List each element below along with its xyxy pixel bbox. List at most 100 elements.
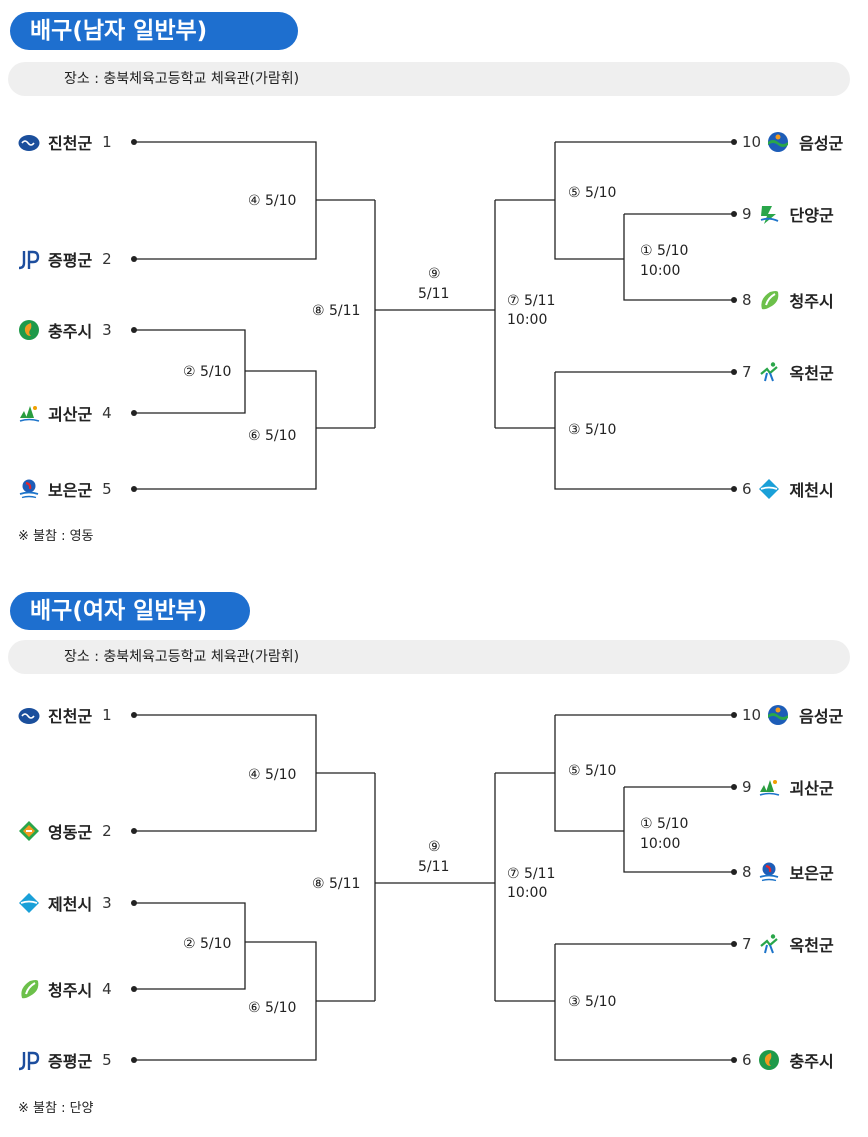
women-right-team-7: 7 옥천군 bbox=[742, 931, 834, 957]
men-match-1-time: 10:00 bbox=[640, 263, 681, 279]
team-name: 보은군 bbox=[789, 864, 834, 883]
men-right-team-9: 9 단양군 bbox=[742, 201, 834, 227]
team-seed: 8 bbox=[742, 863, 752, 881]
men-match-8-label: ⑧ 5/11 bbox=[312, 303, 361, 319]
team-seed: 5 bbox=[102, 480, 112, 498]
men-match-1-label: ① 5/10 bbox=[640, 243, 689, 259]
men-left-team-3: 충주시 3 bbox=[18, 317, 112, 343]
cheongju-logo-icon bbox=[760, 291, 778, 310]
team-seed: 9 bbox=[742, 205, 752, 223]
women-left-team-3: 제천시 3 bbox=[18, 890, 112, 916]
team-seed: 5 bbox=[102, 1051, 112, 1069]
women-match-7-label: ⑦ 5/11 bbox=[507, 866, 556, 882]
jeungpyeong-logo-icon bbox=[18, 250, 40, 270]
team-seed: 6 bbox=[742, 480, 752, 498]
women-match-6-label: ⑥ 5/10 bbox=[248, 1000, 297, 1016]
chungju-logo-icon bbox=[19, 320, 39, 340]
team-seed: 2 bbox=[102, 250, 112, 268]
men-section-title: 배구(남자 일반부) bbox=[10, 12, 298, 50]
women-right-team-10: 10 음성군 bbox=[742, 702, 843, 728]
men-match-7-time: 10:00 bbox=[507, 312, 548, 328]
women-match-1-time: 10:00 bbox=[640, 836, 681, 852]
chungju-logo-icon bbox=[758, 1050, 779, 1070]
team-name: 괴산군 bbox=[789, 779, 834, 798]
team-name: 청주시 bbox=[48, 981, 93, 1000]
men-left-team-2: 증평군 2 bbox=[18, 246, 112, 272]
women-match-4-label: ④ 5/10 bbox=[248, 767, 297, 783]
women-match-5-label: ⑤ 5/10 bbox=[568, 763, 617, 779]
team-name: 진천군 bbox=[48, 707, 93, 726]
team-name: 음성군 bbox=[799, 134, 844, 153]
team-seed: 3 bbox=[102, 321, 112, 339]
goesan-logo-icon bbox=[759, 780, 779, 796]
men-match-7-label: ⑦ 5/11 bbox=[507, 293, 556, 309]
men-left-team-4: 괴산군 4 bbox=[18, 400, 112, 426]
women-absent-note: ※ 불참 : 단양 bbox=[18, 1101, 94, 1116]
team-name: 제천시 bbox=[789, 481, 834, 500]
team-name: 진천군 bbox=[48, 134, 93, 153]
team-name: 옥천군 bbox=[789, 936, 834, 955]
boeun-logo-icon bbox=[19, 479, 39, 499]
jincheon-logo-icon bbox=[18, 135, 40, 151]
jecheon-logo-icon bbox=[758, 479, 779, 499]
men-right-team-6: 6 제천시 bbox=[742, 476, 834, 502]
team-name: 청주시 bbox=[789, 292, 834, 311]
team-seed: 2 bbox=[102, 822, 112, 840]
women-match-3-label: ③ 5/10 bbox=[568, 994, 617, 1010]
men-match-9-date: 5/11 bbox=[418, 286, 450, 302]
team-seed: 10 bbox=[742, 133, 762, 151]
men-venue: 장소 : 충북체육고등학교 체육관(가람휘) bbox=[8, 62, 850, 96]
women-match-9-date: 5/11 bbox=[418, 859, 450, 875]
women-right-team-8: 8 보은군 bbox=[742, 859, 834, 885]
women-match-9-number: ⑨ bbox=[428, 839, 441, 855]
men-match-6-label: ⑥ 5/10 bbox=[248, 428, 297, 444]
men-right-team-10: 10 음성군 bbox=[742, 129, 843, 155]
women-left-team-1: 진천군 1 bbox=[18, 702, 112, 728]
team-seed: 4 bbox=[102, 980, 112, 998]
men-match-9-number: ⑨ bbox=[428, 266, 441, 282]
men-left-team-1: 진천군 1 bbox=[18, 129, 112, 155]
okcheon-logo-icon bbox=[759, 362, 778, 382]
team-name: 영동군 bbox=[48, 823, 93, 842]
yeongdong-logo-icon bbox=[19, 821, 39, 841]
okcheon-logo-icon bbox=[759, 934, 778, 954]
women-match-2-label: ② 5/10 bbox=[183, 936, 232, 952]
men-bracket-lines bbox=[131, 139, 737, 492]
team-name: 보은군 bbox=[48, 481, 93, 500]
team-name: 충주시 bbox=[789, 1052, 834, 1071]
women-match-1-label: ① 5/10 bbox=[640, 816, 689, 832]
team-seed: 7 bbox=[742, 363, 752, 381]
women-left-team-4: 청주시 4 bbox=[18, 976, 112, 1002]
team-seed: 1 bbox=[102, 133, 112, 151]
women-match-7-time: 10:00 bbox=[507, 885, 548, 901]
women-match-8-label: ⑧ 5/11 bbox=[312, 876, 361, 892]
team-name: 괴산군 bbox=[48, 405, 93, 424]
women-left-team-2: 영동군 2 bbox=[18, 818, 112, 844]
team-name: 증평군 bbox=[48, 251, 93, 270]
jincheon-logo-icon bbox=[18, 708, 40, 724]
team-name: 옥천군 bbox=[789, 364, 834, 383]
women-right-team-9: 9 괴산군 bbox=[742, 774, 834, 800]
men-right-team-7: 7 옥천군 bbox=[742, 359, 834, 385]
team-name: 증평군 bbox=[48, 1052, 93, 1071]
danyang-logo-icon bbox=[760, 206, 778, 224]
cheongju-logo-icon bbox=[21, 980, 39, 999]
team-name: 제천시 bbox=[48, 895, 93, 914]
team-seed: 3 bbox=[102, 894, 112, 912]
men-match-4-label: ④ 5/10 bbox=[248, 193, 297, 209]
team-seed: 4 bbox=[102, 404, 112, 422]
women-left-team-5: 증평군 5 bbox=[18, 1047, 112, 1073]
men-match-5-label: ⑤ 5/10 bbox=[568, 185, 617, 201]
team-seed: 1 bbox=[102, 706, 112, 724]
men-match-3-label: ③ 5/10 bbox=[568, 422, 617, 438]
team-name: 충주시 bbox=[48, 322, 93, 341]
jeungpyeong-logo-icon bbox=[18, 1051, 40, 1071]
eumseong-logo-icon bbox=[768, 705, 789, 725]
women-right-team-6: 6 충주시 bbox=[742, 1047, 834, 1073]
eumseong-logo-icon bbox=[768, 132, 789, 152]
team-name: 단양군 bbox=[789, 206, 834, 225]
goesan-logo-icon bbox=[19, 406, 40, 422]
team-seed: 8 bbox=[742, 291, 752, 309]
men-absent-note: ※ 불참 : 영동 bbox=[18, 529, 94, 544]
